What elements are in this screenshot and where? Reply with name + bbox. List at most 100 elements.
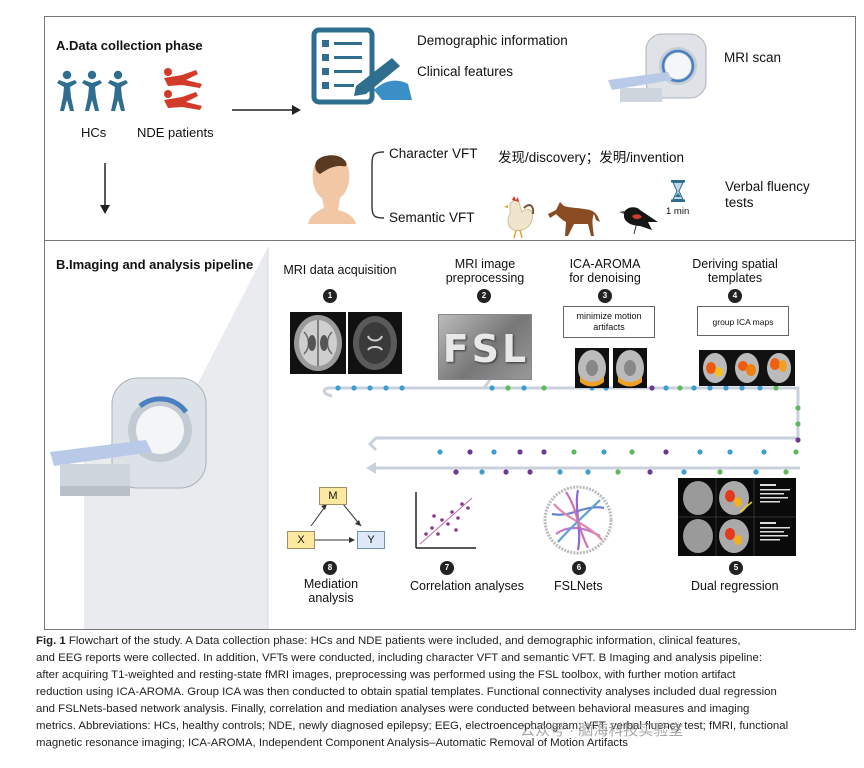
caption-line-6: metrics. Abbreviations: HCs, healthy con…	[36, 720, 789, 732]
pipeline-dot	[795, 437, 801, 443]
demographic-label: Demographic information	[417, 33, 568, 48]
step-1-number: 1	[323, 289, 337, 303]
head-profile-icon	[308, 155, 356, 224]
pipeline-dot	[335, 385, 341, 391]
step-2-label-line2: preprocessing	[445, 271, 525, 285]
mri-scanner-large-icon	[50, 377, 207, 496]
step-3-label-line1: ICA-AROMA	[569, 257, 641, 271]
pipeline-dot	[521, 385, 527, 391]
pipeline-dot	[691, 385, 697, 391]
pipeline-dot	[681, 469, 687, 475]
character-vft-examples: 发现/discovery；发明/invention	[498, 150, 685, 165]
pipeline-dot	[557, 469, 563, 475]
correlation-scatter-icon	[415, 492, 476, 549]
verbal-fluency-label: Verbal fluency	[725, 179, 810, 194]
section-a-title: A.Data collection phase	[56, 38, 203, 53]
fslnets-connectogram	[543, 485, 613, 555]
clipboard-icon	[311, 27, 412, 105]
ica-brain-maps	[699, 350, 795, 386]
pipeline-dot	[399, 385, 405, 391]
pipeline-dot	[615, 469, 621, 475]
step-4-label-line2: templates	[707, 271, 763, 285]
pipeline-dot	[453, 469, 459, 475]
pipeline-dot	[489, 385, 495, 391]
step-4-number: 4	[728, 289, 742, 303]
pipeline-dot	[663, 385, 669, 391]
step-4-label-line1: Deriving spatial	[692, 257, 778, 271]
pipeline-path	[322, 379, 801, 475]
pipeline-dot	[723, 385, 729, 391]
caption-line-1-text: Flowchart of the study. A Data collectio…	[68, 635, 741, 647]
caption-line-1: Fig. 1 Flowchart of the study. A Data co…	[36, 633, 858, 650]
step-5-number: 5	[729, 561, 743, 575]
vft-bracket	[371, 151, 385, 219]
pipeline-dot	[717, 469, 723, 475]
nde-patients-label: NDE patients	[137, 125, 214, 140]
pipeline-dot	[757, 385, 763, 391]
nde-patients-icon	[164, 68, 202, 110]
caption-line-2: and EEG reports were collected. In addit…	[36, 652, 763, 664]
pipeline-dot	[649, 385, 655, 391]
step-6-label: FSLNets	[554, 579, 603, 593]
arrow-down-icon	[100, 163, 110, 214]
mediation-m-label: M	[328, 490, 338, 502]
step-5-label: Dual regression	[691, 579, 779, 593]
pipeline-dot	[753, 469, 759, 475]
caption-line-3: after acquiring T1-weighted and resting-…	[36, 669, 736, 681]
step-7-number: 7	[440, 561, 454, 575]
pipeline-dot	[437, 449, 443, 455]
pipeline-dot	[527, 469, 533, 475]
step-2-label-line1: MRI image	[454, 257, 516, 271]
step-1-label: MRI data acquisition	[283, 263, 397, 277]
pipeline-dot	[677, 385, 683, 391]
pipeline-dot	[467, 449, 473, 455]
pipeline-dot	[761, 449, 767, 455]
hourglass-icon	[671, 180, 685, 202]
pipeline-dot	[351, 385, 357, 391]
pipeline-dot	[585, 469, 591, 475]
pipeline-dot	[793, 449, 799, 455]
mediation-y-label: Y	[367, 534, 375, 546]
motion-box-line1: minimize motion	[576, 311, 642, 321]
mediation-x-box: X	[287, 531, 315, 549]
pipeline-dot	[367, 385, 373, 391]
dual-regression-images	[678, 478, 796, 556]
character-vft-label: Character VFT	[389, 146, 478, 161]
mediation-diagram	[310, 503, 362, 543]
fsl-logo: FSL	[438, 314, 532, 380]
step-3-number: 3	[598, 289, 612, 303]
pipeline-dot	[697, 449, 703, 455]
fsl-logo-text: FSL	[442, 327, 530, 371]
arrow-right-icon	[232, 105, 301, 115]
step-7-label: Correlation analyses	[410, 579, 524, 593]
step-2-number: 2	[477, 289, 491, 303]
rooster-icon	[504, 196, 535, 239]
pipeline-dot	[773, 385, 779, 391]
pipeline-dot	[517, 449, 523, 455]
pipeline-dot	[505, 385, 511, 391]
mri-scan-label: MRI scan	[724, 50, 782, 65]
group-ica-box: group ICA maps	[697, 306, 789, 336]
step-8-label-line1: Mediation	[303, 577, 359, 591]
pipeline-dot	[541, 385, 547, 391]
pipeline-dot	[541, 449, 547, 455]
watermark: 公众号 · 脑海科技实验室	[520, 722, 684, 739]
step-8-label: Mediation analysis	[284, 577, 378, 605]
motion-artifacts-box: minimize motion artifacts	[563, 306, 655, 338]
pipeline-dot	[739, 385, 745, 391]
mediation-y-box: Y	[357, 531, 385, 549]
hcs-label: HCs	[81, 125, 107, 140]
mediation-x-label: X	[297, 534, 305, 546]
pipeline-dot	[795, 421, 801, 427]
pipeline-dot	[383, 385, 389, 391]
step-2-label: MRI image preprocessing	[430, 257, 540, 285]
pipeline-dot	[491, 449, 497, 455]
step-3-label: ICA-AROMA for denoising	[550, 257, 660, 285]
pipeline-dot	[571, 449, 577, 455]
step-6-number: 6	[572, 561, 586, 575]
group-ica-label: group ICA maps	[712, 317, 774, 327]
mri-scanner-icon	[608, 33, 707, 102]
pipeline-dot	[601, 449, 607, 455]
caption-fig-label: Fig. 1	[36, 635, 66, 647]
pipeline-dot	[795, 405, 801, 411]
